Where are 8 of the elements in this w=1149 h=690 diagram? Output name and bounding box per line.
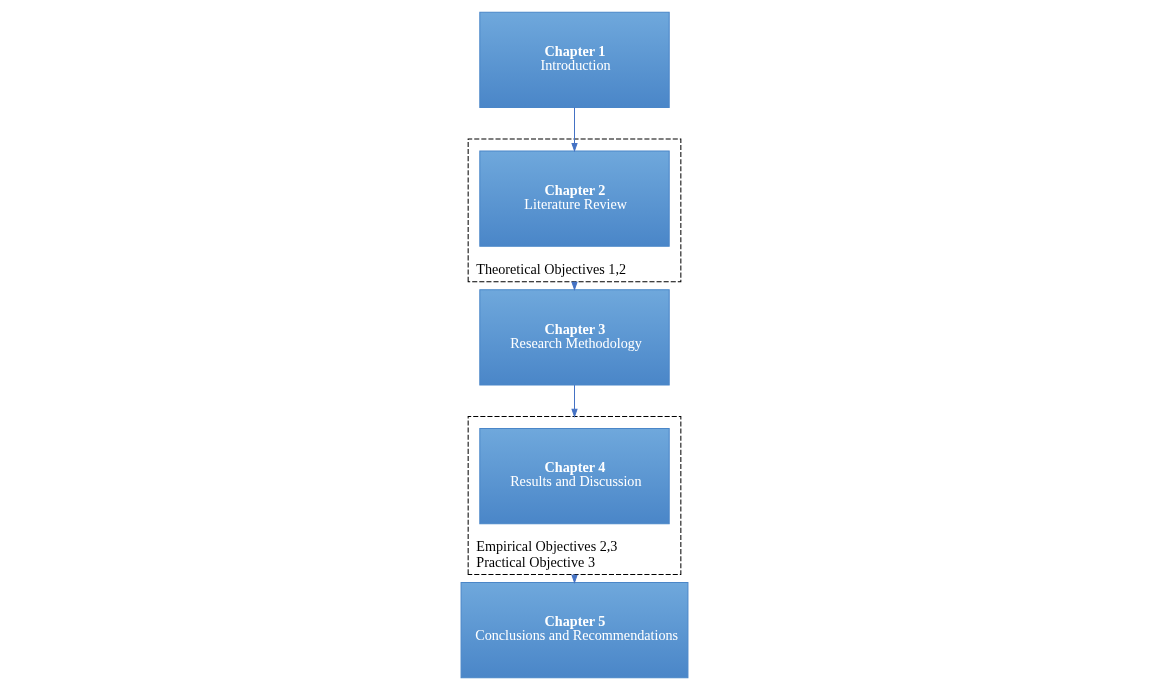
- node-box: Chapter 5 Conclusions and Recommendations: [460, 582, 689, 679]
- node-box: Chapter 4 Results and Discussion: [479, 428, 670, 525]
- arrow: [571, 107, 578, 153]
- arrow: [571, 384, 578, 418]
- node-box: Chapter 3 Research Methodology: [479, 289, 670, 386]
- node-box: Chapter 1 Introduction: [479, 11, 670, 108]
- arrow: [571, 573, 578, 584]
- node-box: Chapter 2 Literature Review: [479, 150, 670, 247]
